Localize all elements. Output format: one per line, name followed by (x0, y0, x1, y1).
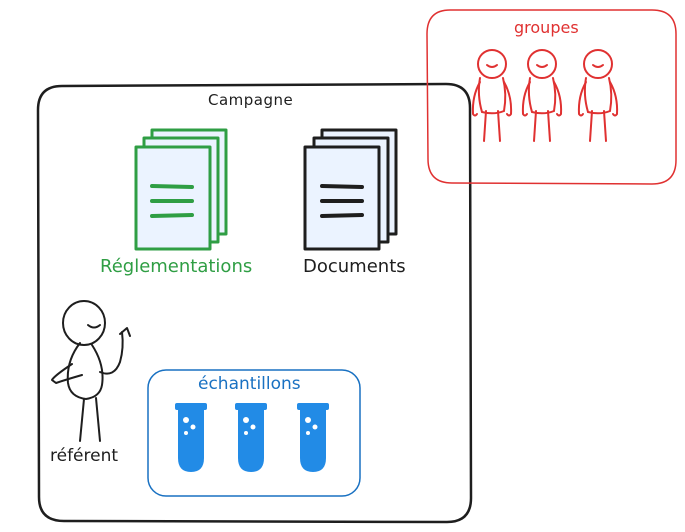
groupe-person-1-icon (471, 49, 513, 142)
campagne-title: Campagne (208, 91, 294, 109)
test-tube-2-icon (235, 403, 267, 472)
groupes-box (426, 9, 677, 185)
campagne-box (36, 82, 473, 524)
referent-person-icon (51, 300, 131, 442)
echantillons-box (147, 369, 361, 497)
test-tube-3-icon (297, 403, 329, 472)
reglementations-document-stack-icon (134, 128, 228, 251)
documents-label: Documents (303, 256, 406, 277)
referent-label: référent (50, 446, 119, 466)
documents-document-stack-icon (303, 128, 398, 251)
groupes-label: groupes (514, 18, 579, 37)
test-tube-1-icon (175, 403, 207, 472)
echantillons-label: échantillons (198, 374, 301, 394)
groupe-person-2-icon (521, 49, 563, 142)
reglementations-label: Réglementations (100, 256, 253, 277)
groupe-person-3-icon (577, 49, 619, 142)
